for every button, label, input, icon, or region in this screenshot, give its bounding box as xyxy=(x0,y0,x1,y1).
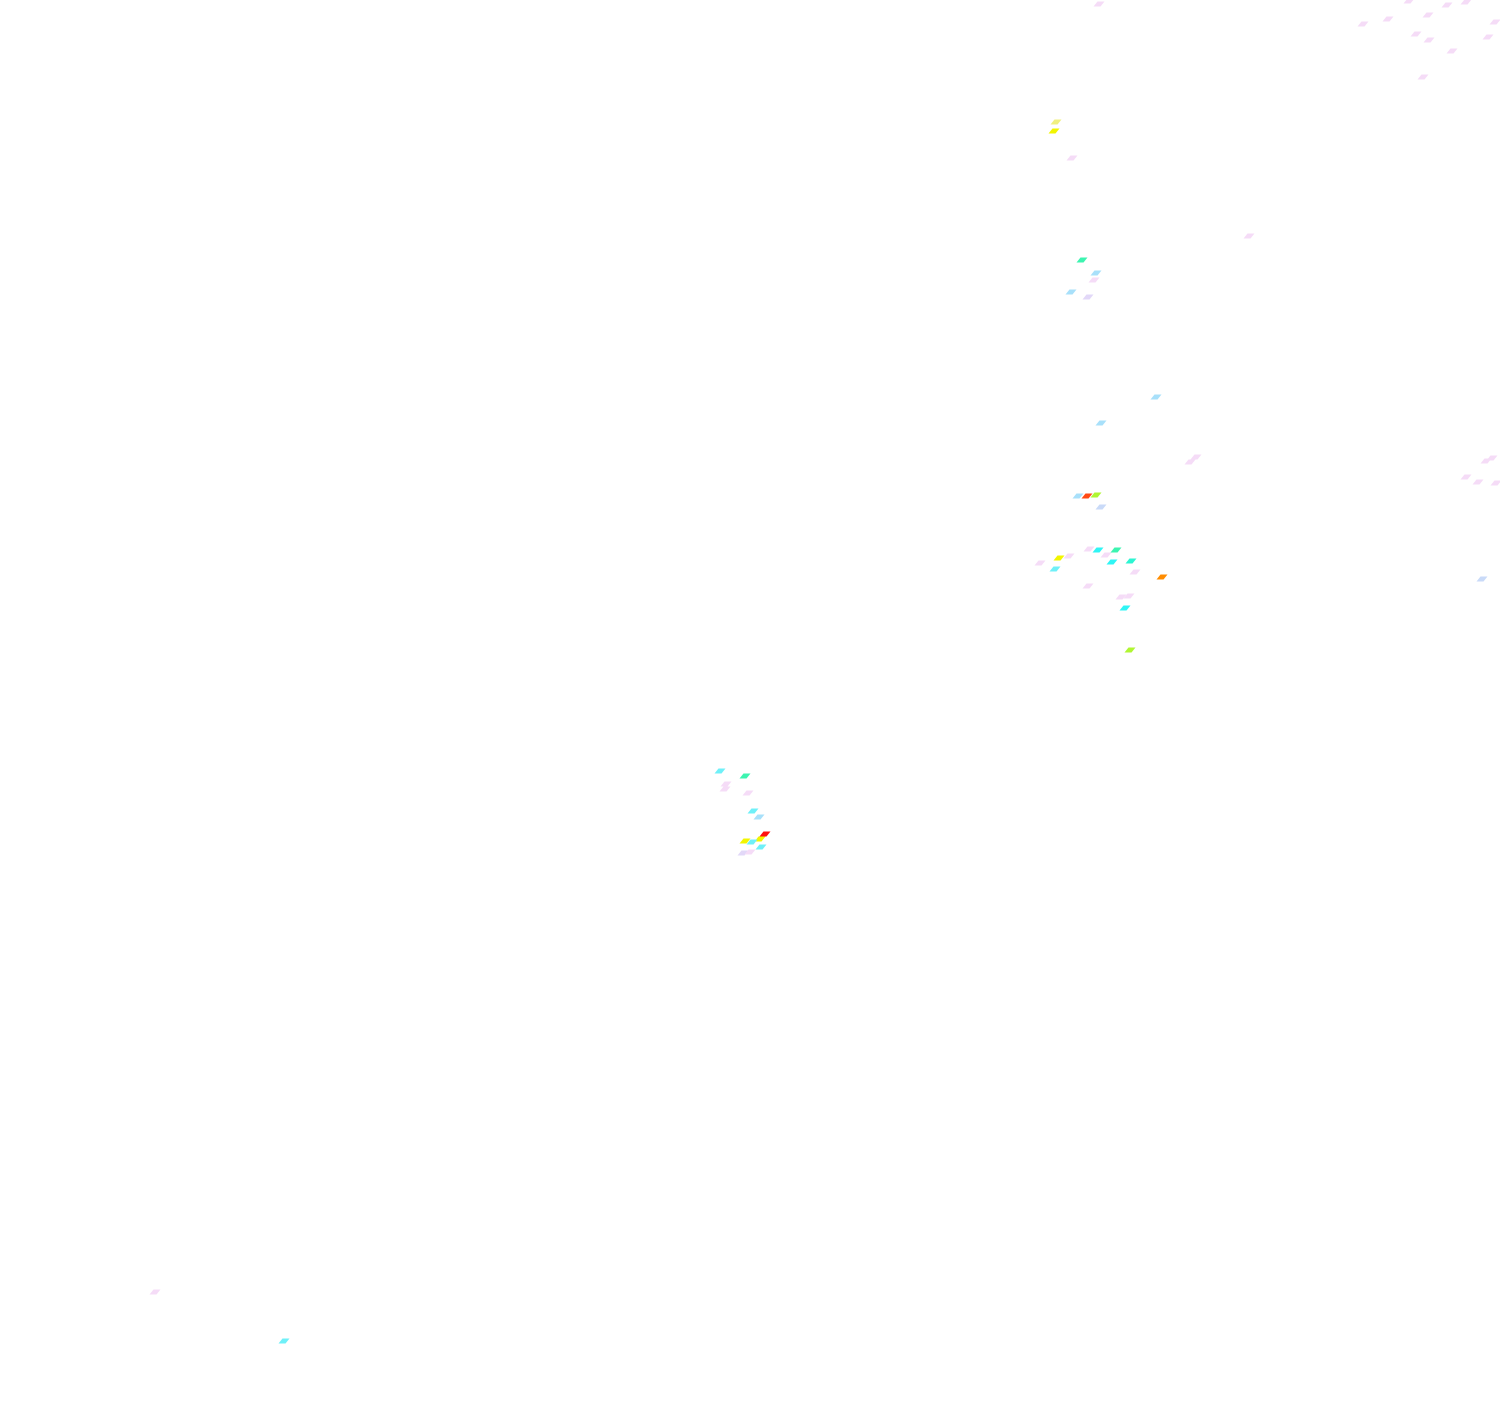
point-marker xyxy=(1382,16,1394,22)
point-marker xyxy=(739,838,751,844)
point-marker xyxy=(1093,1,1105,7)
point-marker xyxy=(1150,394,1162,400)
point-marker xyxy=(1082,294,1094,300)
point-marker xyxy=(1092,547,1104,553)
point-marker xyxy=(1124,647,1136,653)
point-marker xyxy=(1423,37,1435,43)
point-marker xyxy=(1095,420,1107,426)
point-marker xyxy=(1082,583,1094,589)
point-marker xyxy=(754,836,766,842)
point-marker xyxy=(1489,19,1500,25)
point-marker xyxy=(1048,128,1060,134)
point-marker xyxy=(1403,0,1414,4)
point-marker xyxy=(1066,155,1078,161)
point-marker xyxy=(1410,31,1422,37)
point-marker xyxy=(1156,574,1168,580)
point-marker xyxy=(1090,270,1102,276)
point-marker xyxy=(1100,552,1112,558)
point-marker xyxy=(1119,605,1131,611)
point-marker xyxy=(747,808,759,814)
point-marker xyxy=(1490,480,1500,486)
point-marker xyxy=(278,1338,290,1344)
point-marker xyxy=(714,768,726,774)
point-marker xyxy=(1125,558,1137,564)
point-marker xyxy=(755,844,767,850)
point-marker xyxy=(1063,553,1075,559)
point-marker xyxy=(1090,492,1102,498)
point-marker xyxy=(1476,576,1488,582)
point-marker xyxy=(742,790,754,796)
point-marker xyxy=(1422,12,1434,18)
point-marker xyxy=(149,1289,161,1295)
point-marker xyxy=(1034,560,1046,566)
point-marker xyxy=(1053,555,1065,561)
point-marker xyxy=(1243,233,1255,239)
point-marker xyxy=(1417,74,1429,80)
point-marker xyxy=(1472,479,1484,485)
point-marker xyxy=(1088,277,1100,283)
point-marker xyxy=(1095,504,1107,510)
point-marker xyxy=(1049,566,1061,572)
point-marker xyxy=(1050,119,1062,125)
point-marker xyxy=(1480,458,1492,464)
point-marker xyxy=(1083,546,1095,552)
point-marker xyxy=(1441,2,1453,8)
point-marker xyxy=(1357,21,1369,27)
point-marker xyxy=(1076,257,1088,263)
point-marker xyxy=(1081,493,1093,499)
point-marker xyxy=(1190,454,1202,460)
point-marker xyxy=(753,814,765,820)
point-marker xyxy=(1123,593,1135,599)
point-marker xyxy=(1129,569,1141,575)
marker-layer xyxy=(149,0,1500,1344)
point-marker xyxy=(719,786,731,792)
point-marker xyxy=(1065,289,1077,295)
point-marker xyxy=(1072,493,1084,499)
point-marker xyxy=(744,849,756,855)
point-marker xyxy=(746,839,758,845)
point-marker xyxy=(720,781,732,787)
point-marker xyxy=(1110,547,1122,553)
point-marker xyxy=(1482,34,1494,40)
point-marker xyxy=(739,773,751,779)
point-marker xyxy=(1446,48,1458,54)
point-marker xyxy=(737,850,749,856)
point-marker xyxy=(1460,0,1472,5)
point-marker xyxy=(759,831,771,837)
point-marker xyxy=(1184,459,1196,465)
point-marker xyxy=(1460,474,1472,480)
point-marker xyxy=(1106,559,1118,565)
point-marker xyxy=(1115,594,1127,600)
